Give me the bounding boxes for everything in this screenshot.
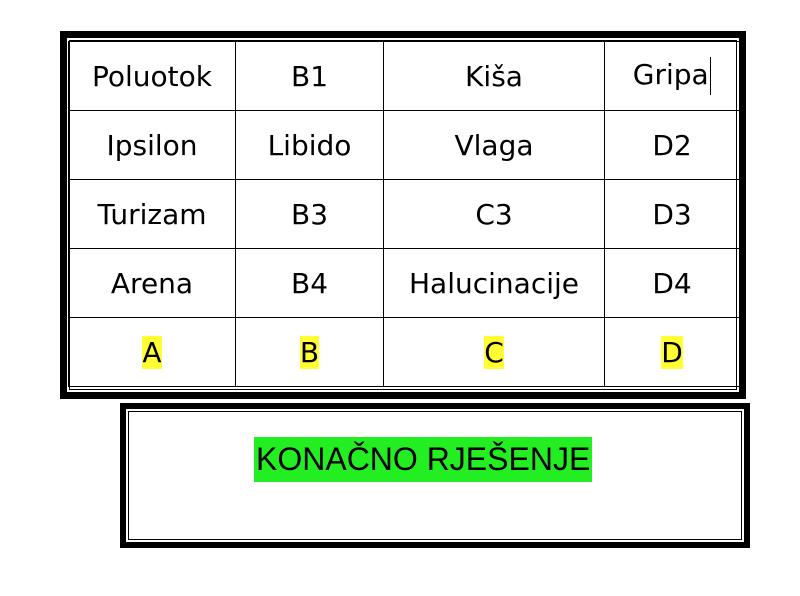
association-grid: Poluotok B1 Kiša Gripa Ipsilon Libido Vl…	[68, 41, 740, 387]
cell-a2-text: Ipsilon	[106, 128, 198, 162]
cell-c1[interactable]: Kiša	[383, 41, 605, 111]
cell-c2[interactable]: Vlaga	[383, 110, 605, 180]
cell-a2[interactable]: Ipsilon	[68, 110, 236, 180]
cell-d4[interactable]: D4	[604, 248, 740, 318]
cell-c4-text: Halucinacije	[409, 266, 579, 300]
cell-c2-text: Vlaga	[454, 128, 534, 162]
cell-b2[interactable]: Libido	[235, 110, 384, 180]
column-solution-d[interactable]: D	[604, 317, 740, 387]
final-solution-inner-border	[128, 411, 742, 540]
cell-a3[interactable]: Turizam	[68, 179, 236, 249]
column-solution-c[interactable]: C	[383, 317, 605, 387]
cell-c1-text: Kiša	[465, 59, 523, 93]
column-solution-b-text: B	[299, 335, 320, 369]
final-solution-label: KONAČNO RJEŠENJE	[254, 437, 593, 482]
grid-row-4: Arena B4 Halucinacije D4	[68, 248, 740, 318]
cell-d3[interactable]: D3	[604, 179, 740, 249]
cell-d1-text: Gripa	[632, 58, 709, 91]
cell-a4-text: Arena	[110, 266, 194, 300]
final-solution-box[interactable]	[120, 403, 750, 548]
cell-a4[interactable]: Arena	[68, 248, 236, 318]
cell-b4-text: B4	[290, 266, 329, 300]
cell-d2-text: D2	[652, 128, 692, 162]
text-caret	[709, 57, 712, 95]
cell-b3-text: B3	[290, 197, 329, 231]
grid-row-3: Turizam B3 C3 D3	[68, 179, 740, 249]
grid-row-1: Poluotok B1 Kiša Gripa	[68, 41, 740, 111]
cell-a1[interactable]: Poluotok	[68, 41, 236, 111]
cell-b3[interactable]: B3	[235, 179, 384, 249]
column-solution-a-text: A	[142, 335, 162, 369]
column-solution-d-text: D	[661, 335, 683, 369]
cell-b1[interactable]: B1	[235, 41, 384, 111]
column-solution-a[interactable]: A	[68, 317, 236, 387]
grid-row-2: Ipsilon Libido Vlaga D2	[68, 110, 740, 180]
cell-b2-text: Libido	[267, 128, 352, 162]
cell-d1[interactable]: Gripa	[604, 41, 740, 111]
cell-c4[interactable]: Halucinacije	[383, 248, 605, 318]
cell-c3[interactable]: C3	[383, 179, 605, 249]
cell-a1-text: Poluotok	[92, 59, 212, 93]
column-solution-c-text: C	[484, 335, 504, 369]
cell-b1-text: B1	[290, 59, 329, 93]
column-solution-b[interactable]: B	[235, 317, 384, 387]
cell-d2[interactable]: D2	[604, 110, 740, 180]
cell-d4-text: D4	[652, 266, 692, 300]
cell-b4[interactable]: B4	[235, 248, 384, 318]
grid-row-solutions: A B C D	[68, 317, 740, 387]
cell-d3-text: D3	[652, 197, 692, 231]
cell-a3-text: Turizam	[97, 197, 207, 231]
cell-c3-text: C3	[475, 197, 513, 231]
